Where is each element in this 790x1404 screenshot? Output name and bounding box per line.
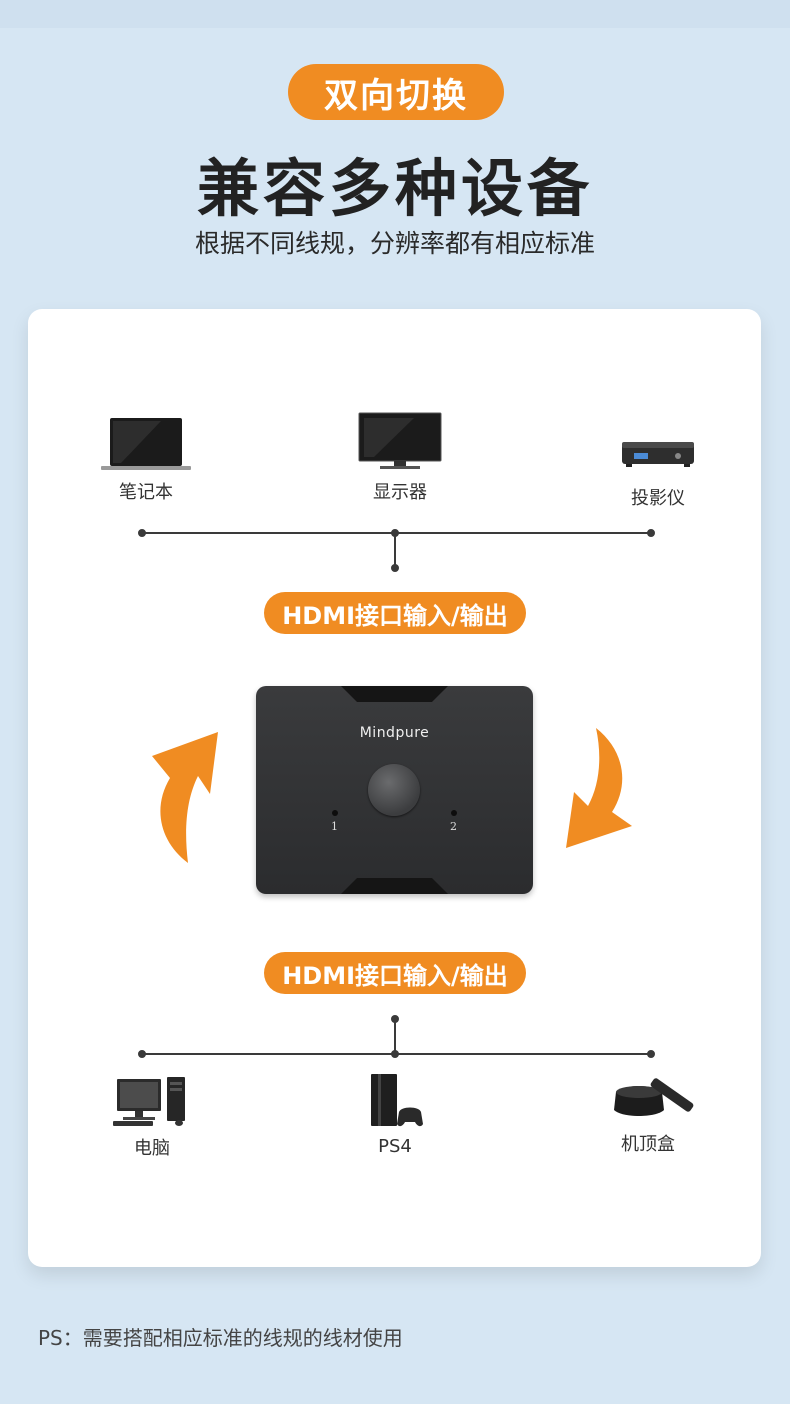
projector-icon bbox=[622, 442, 694, 467]
top-band bbox=[0, 0, 790, 28]
arrow-down-icon bbox=[566, 728, 632, 848]
switch-port-top bbox=[341, 686, 448, 702]
footnote: PS：需要搭配相应标准的线规的线材使用 bbox=[38, 1326, 403, 1350]
page-subtitle: 根据不同线规，分辨率都有相应标准 bbox=[194, 229, 595, 258]
device-label: 投影仪 bbox=[631, 488, 685, 509]
set-top-box-icon bbox=[614, 1078, 694, 1116]
device-laptop: 笔记本 bbox=[86, 416, 206, 504]
monitor-icon bbox=[358, 412, 442, 469]
header-badge: 双向切换 bbox=[288, 64, 504, 120]
switch-brand: Mindpure bbox=[359, 725, 430, 741]
hdmi-switch-device: Mindpure 1 2 bbox=[256, 686, 533, 894]
device-label: 电脑 bbox=[134, 1138, 170, 1159]
device-monitor: 显示器 bbox=[340, 412, 460, 504]
page-title: 兼容多种设备 bbox=[196, 152, 593, 225]
device-desktop-computer: 电脑 bbox=[92, 1076, 212, 1160]
hdmi-label-bottom: HDMI接口输入/输出 bbox=[264, 952, 526, 994]
device-ps4: PS4 bbox=[335, 1072, 455, 1157]
device-set-top-box: 机顶盒 bbox=[588, 1074, 708, 1156]
hdmi-label-top: HDMI接口输入/输出 bbox=[264, 592, 526, 634]
switch-button[interactable] bbox=[368, 764, 420, 816]
device-label: 机顶盒 bbox=[621, 1134, 675, 1155]
device-projector: 投影仪 bbox=[598, 436, 718, 510]
device-label: PS4 bbox=[378, 1136, 412, 1157]
port-2-led bbox=[451, 810, 457, 816]
laptop-icon bbox=[101, 418, 191, 470]
port-1-number: 1 bbox=[331, 820, 338, 833]
ps4-console-icon bbox=[371, 1074, 423, 1127]
arrow-up-icon bbox=[152, 732, 218, 863]
port-2-number: 2 bbox=[450, 820, 457, 833]
desktop-computer-icon bbox=[113, 1077, 185, 1126]
device-label: 笔记本 bbox=[119, 482, 173, 503]
port-1-led bbox=[332, 810, 338, 816]
device-label: 显示器 bbox=[373, 482, 427, 503]
switch-port-bottom bbox=[341, 878, 448, 894]
